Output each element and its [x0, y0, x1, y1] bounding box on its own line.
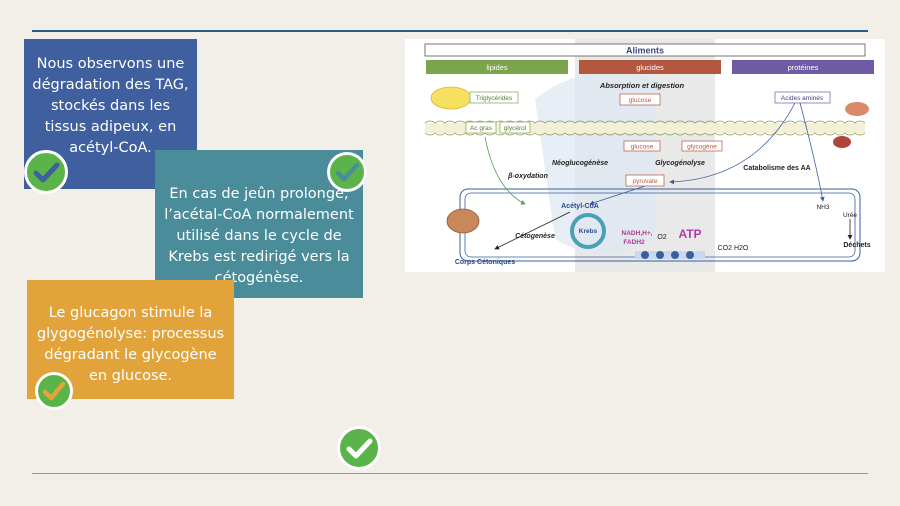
check-icon — [327, 152, 367, 192]
co2-h2o-label: CO2 H2O — [718, 245, 749, 252]
glycerol-label: glycérol — [504, 125, 527, 132]
category-glucides: glucides — [636, 63, 664, 72]
pyruvate-label: pyruvate — [633, 178, 658, 185]
catabolisme-label: Catabolisme des AA — [743, 165, 810, 172]
info-card-glucagon: Le glucagon stimule la glygogénolyse: pr… — [27, 280, 234, 399]
beta-oxydation-label: β-oxydation — [507, 173, 548, 180]
cetogenese-label: Cétogenèse — [515, 233, 555, 240]
glycogene-label: glycogène — [687, 144, 717, 151]
check-icon — [35, 372, 73, 410]
acides-amines-label: Acides aminés — [781, 95, 824, 102]
card-text-glucagon: Le glucagon stimule la glygogénolyse: pr… — [36, 305, 225, 384]
card-text-tag: Nous observons une dégradation des TAG, … — [32, 56, 189, 156]
metabolism-diagram: Aliments lipides glucides protéines Abso… — [405, 39, 885, 272]
ac-gras-label: Ac gras — [470, 125, 493, 132]
top-divider — [32, 30, 868, 32]
glucose-top: glucose — [629, 97, 652, 104]
acetyl-coa-label: Acétyl-CoA — [561, 203, 599, 210]
krebs-label: Krebs — [579, 228, 598, 235]
corps-cetoniques-label: Corps Cétoniques — [455, 259, 515, 266]
diagram-title: Aliments — [626, 46, 664, 56]
fadh2-label: FADH2 — [623, 239, 645, 246]
bottom-divider — [32, 473, 868, 474]
absorption-label: Absorption et digestion — [599, 81, 685, 90]
category-lipides: lipides — [486, 63, 508, 72]
glycogenolyse-label: Glycogénolyse — [655, 160, 705, 167]
glucose-mid: glucose — [631, 144, 654, 151]
uree-label: Urée — [843, 212, 857, 219]
atp-label: ATP — [678, 227, 701, 241]
nadh-label: NADH,H+, — [622, 230, 653, 237]
dechets-label: Déchets — [843, 242, 870, 249]
o2-label: O2 — [657, 234, 666, 241]
check-icon — [337, 426, 381, 470]
triglycerides-label: Triglycérides — [476, 95, 513, 102]
category-proteines: protéines — [788, 63, 819, 72]
neoglucogenese-label: Néoglucogénèse — [552, 160, 608, 167]
nh3-label: NH3 — [816, 204, 829, 211]
card-text-cetogenese: En cas de jeûn prolongé, l’acétal-CoA no… — [164, 186, 354, 286]
check-icon — [24, 150, 68, 194]
